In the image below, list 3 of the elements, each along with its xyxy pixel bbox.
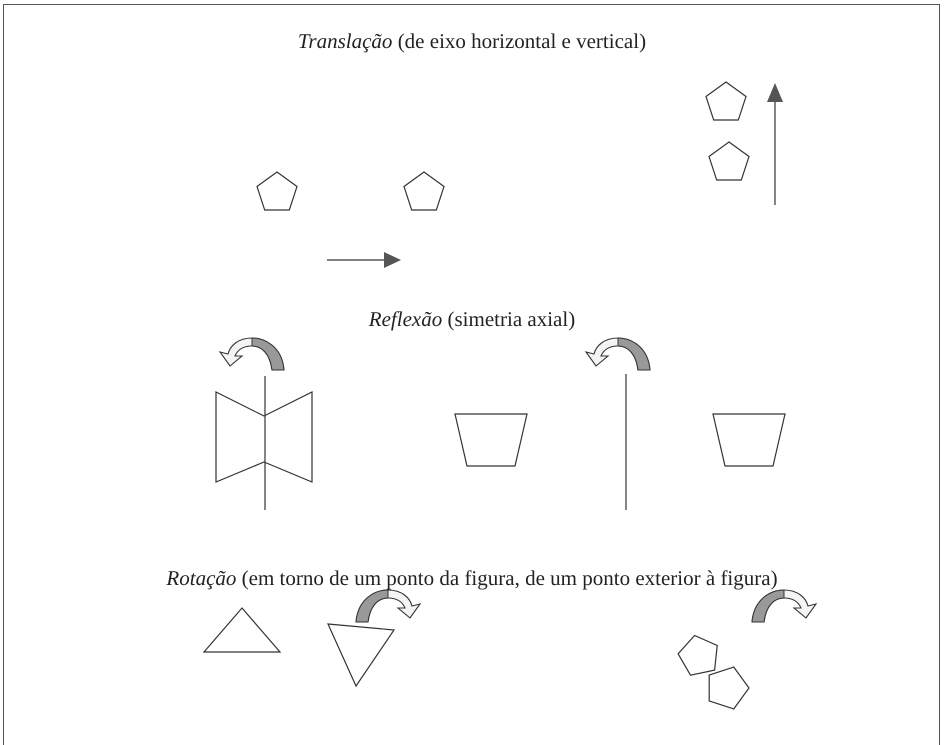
- section-heading: Translação (de eixo horizontal e vertical): [296, 28, 648, 55]
- section-heading: Rotação (em torno de um ponto da figura, de um ponto exterior à figura): [165, 565, 779, 592]
- section-heading: Reflexão (simetria axial): [368, 306, 576, 333]
